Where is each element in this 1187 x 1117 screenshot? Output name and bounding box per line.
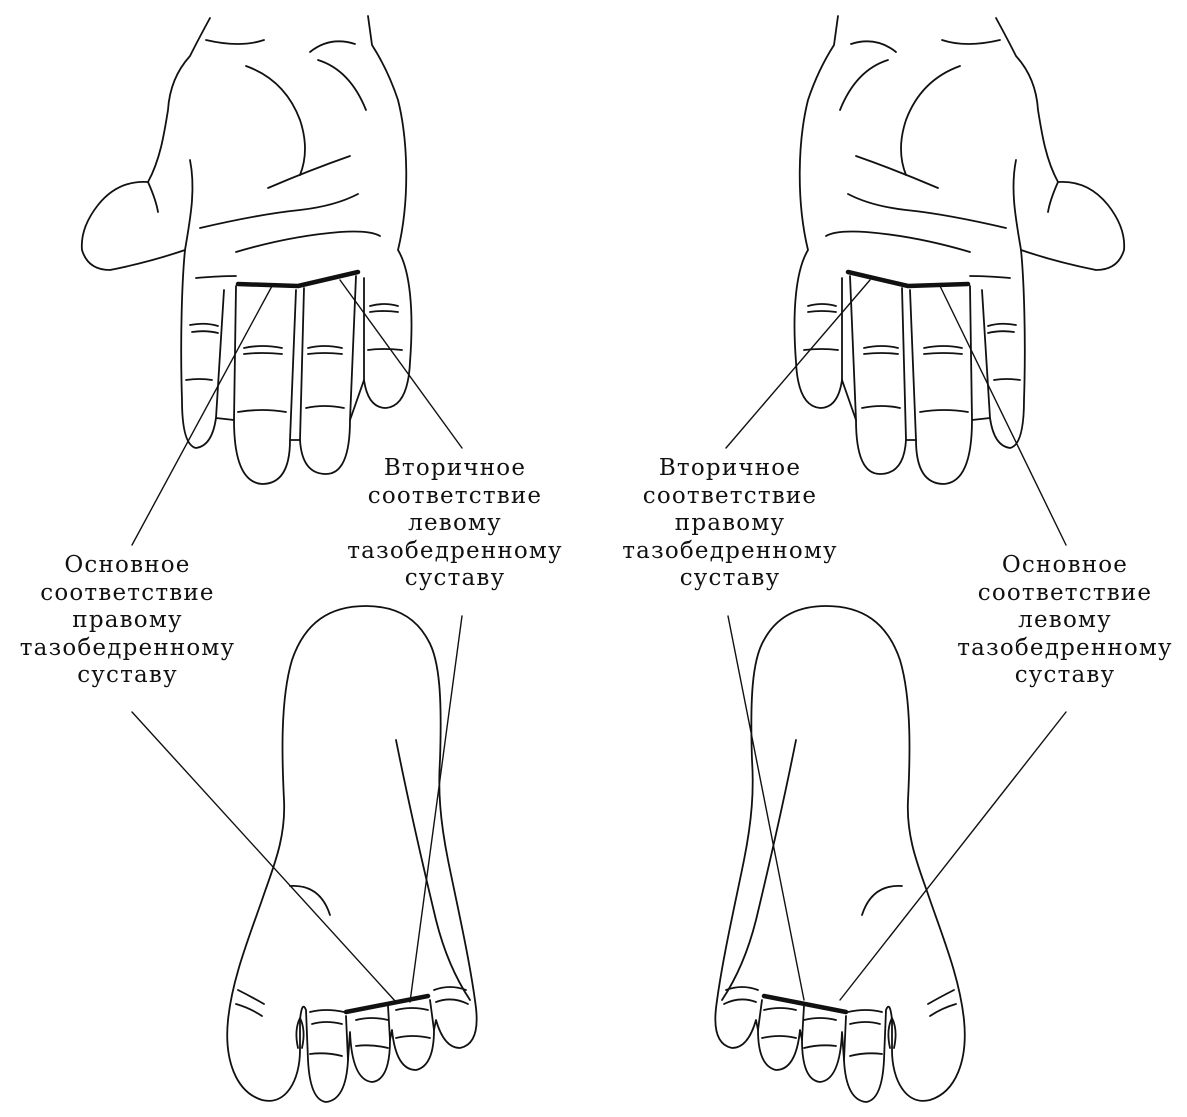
leader-left-hip-primary-foot xyxy=(840,712,1066,1000)
right-hand-illustration xyxy=(795,16,1125,484)
label-line: тазобедренному xyxy=(945,635,1185,663)
label-line: Основное xyxy=(10,552,245,580)
right-hand-outline xyxy=(795,16,1125,484)
label-secondary-left-hip: Вторичное соответствие левому тазобедрен… xyxy=(330,455,580,593)
leader-right-hip-secondary-hand xyxy=(726,280,870,448)
label-line: суставу xyxy=(605,565,855,593)
left-foot-outline xyxy=(227,606,476,1102)
label-primary-left-hip: Основное соответствие левому тазобедренн… xyxy=(945,552,1185,690)
label-line: соответствие xyxy=(605,483,855,511)
label-line: левому xyxy=(330,510,580,538)
label-line: правому xyxy=(605,510,855,538)
left-hand-outline xyxy=(82,16,412,484)
leader-left-hip-primary-hand xyxy=(940,286,1066,545)
leader-right-hip-primary-foot xyxy=(132,712,396,1002)
label-primary-right-hip: Основное соответствие правому тазобедрен… xyxy=(10,552,245,690)
leader-lines xyxy=(132,280,1066,1002)
right-foot-outline xyxy=(715,606,964,1102)
leader-left-hip-secondary-foot xyxy=(410,616,462,1002)
right-foot-hip-zone-mark xyxy=(764,996,846,1012)
label-line: тазобедренному xyxy=(330,538,580,566)
label-secondary-right-hip: Вторичное соответствие правому тазобедре… xyxy=(605,455,855,593)
leader-right-hip-secondary-foot xyxy=(728,616,804,1000)
label-line: суставу xyxy=(330,565,580,593)
label-line: тазобедренному xyxy=(10,635,245,663)
label-line: левому xyxy=(945,607,1185,635)
left-foot-hip-zone-mark xyxy=(346,996,428,1012)
label-line: соответствие xyxy=(945,580,1185,608)
label-line: соответствие xyxy=(330,483,580,511)
label-line: суставу xyxy=(10,662,245,690)
label-line: тазобедренному xyxy=(605,538,855,566)
label-line: Вторичное xyxy=(330,455,580,483)
right-foot-illustration xyxy=(715,606,964,1102)
label-line: соответствие xyxy=(10,580,245,608)
leader-left-hip-secondary-hand xyxy=(340,280,462,448)
leader-right-hip-primary-hand xyxy=(132,286,272,545)
left-foot-illustration xyxy=(227,606,476,1102)
label-line: суставу xyxy=(945,662,1185,690)
label-line: Вторичное xyxy=(605,455,855,483)
left-hand-hip-zone-mark xyxy=(238,272,358,286)
left-hand-illustration xyxy=(82,16,412,484)
label-line: правому xyxy=(10,607,245,635)
label-line: Основное xyxy=(945,552,1185,580)
